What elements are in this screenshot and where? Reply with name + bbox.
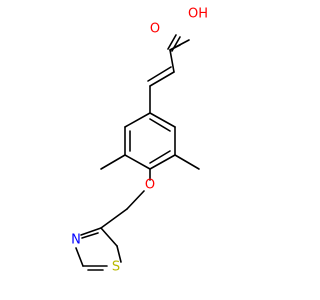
atom-oh: OH	[188, 7, 208, 22]
ring-bond-6-inner	[149, 118, 171, 132]
ring-bond-6	[149, 112, 176, 128]
ring-bond-4-inner	[149, 150, 171, 164]
bond-c-o-double-a	[167, 34, 177, 50]
ring-bond-3	[124, 154, 151, 170]
bond-alkene-2a	[149, 71, 175, 87]
thiazole-bond-s-c5	[116, 245, 122, 263]
bond-alkene-1	[169, 49, 175, 73]
bond-c-oh-black	[169, 44, 181, 51]
bond-o-ch2	[126, 190, 145, 210]
structure-canvas: O OH O N S	[71, 6, 209, 275]
thiazole-bond-n-c2	[75, 247, 84, 267]
atom-o-carbonyl: O	[150, 22, 160, 37]
bond-ch2-thiazole	[100, 208, 128, 229]
bond-alkene-2b	[147, 66, 172, 82]
thiazole-bond-c5-c4	[100, 227, 118, 247]
thiazole-bond-c4-n-inner	[81, 232, 99, 239]
ring-bond-4	[149, 154, 176, 170]
atom-o-ether: O	[145, 178, 155, 193]
atom-s-ring: S	[112, 260, 120, 275]
atom-n-ring: N	[71, 233, 81, 248]
molecule-diagram: O OH O N S	[71, 7, 208, 275]
methyl-right	[174, 154, 200, 170]
ring-bond-1	[124, 112, 151, 128]
methyl-left	[100, 154, 126, 170]
thiazole-bond-c4-n	[80, 227, 102, 236]
